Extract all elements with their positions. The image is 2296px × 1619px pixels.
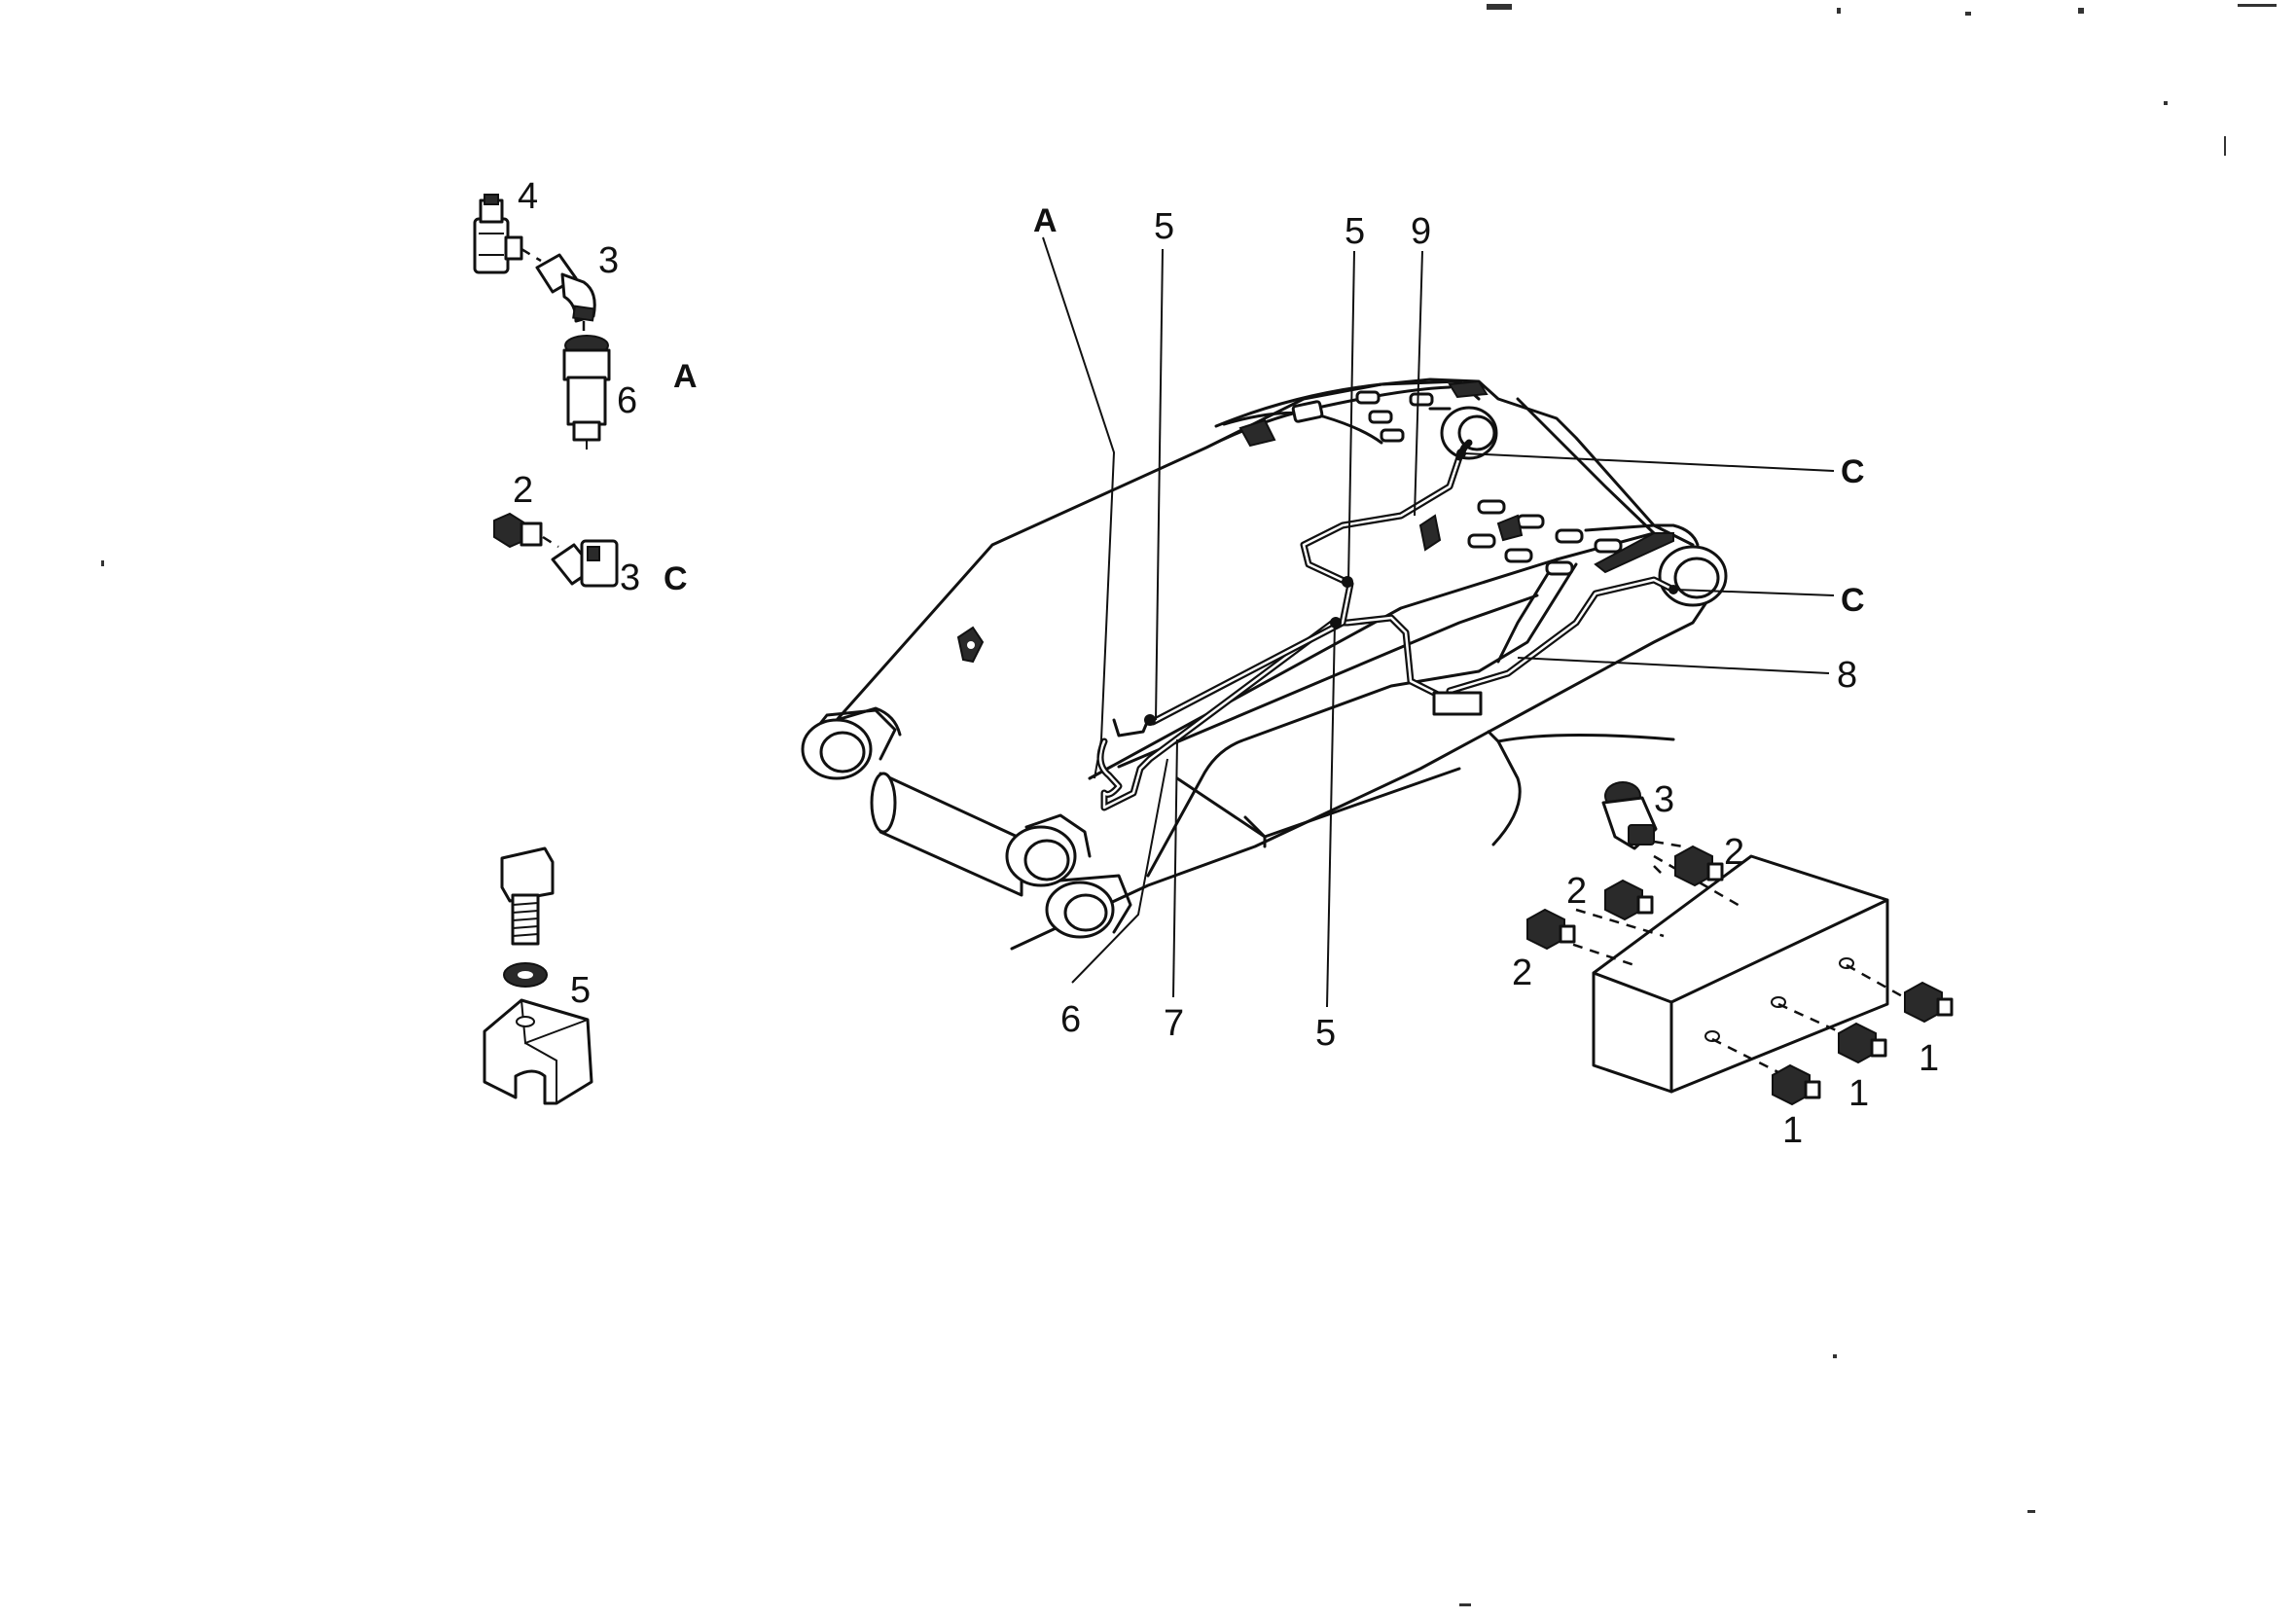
- scan-specks: [101, 4, 2277, 1606]
- label-main-9: 9: [1411, 211, 1431, 252]
- top-bracket-left: [1238, 418, 1442, 552]
- label-detail-5: 5: [570, 970, 591, 1011]
- elbow-fitting-part-3: [535, 253, 596, 323]
- label-main-7: 7: [1164, 1003, 1184, 1044]
- label-detail-a-6: 6: [617, 380, 637, 421]
- block-plug-part-1-b: [1838, 1022, 1887, 1064]
- label-block-2-c: 2: [1512, 953, 1532, 993]
- front-pivot-assembly: [801, 708, 1132, 939]
- label-detail-c-3: 3: [620, 558, 640, 598]
- label-main-c-lower: C: [1841, 582, 1865, 619]
- label-main-5-mid: 5: [1345, 211, 1365, 252]
- manifold-block: [1592, 854, 1889, 1094]
- block-adapter-part-2-a: [1674, 845, 1724, 887]
- washer: [503, 962, 548, 988]
- label-block-3: 3: [1654, 779, 1674, 820]
- detail-5-clamp: 5: [483, 846, 593, 1105]
- label-block-1-a: 1: [1782, 1110, 1803, 1151]
- block-adapter-part-2-b: [1604, 879, 1654, 921]
- label-detail-a-letter: A: [673, 358, 698, 395]
- clamp-point: [1668, 585, 1678, 594]
- label-block-1-b: 1: [1848, 1073, 1869, 1114]
- block-plug-part-1-a: [1772, 1063, 1821, 1106]
- side-bracket: [956, 626, 985, 664]
- detail-c-fittings: 2 3 C: [493, 470, 688, 598]
- block-adapter-part-2-c: [1526, 908, 1576, 951]
- block-plug-part-1-c: [1904, 981, 1954, 1024]
- bolt: [500, 846, 555, 946]
- label-detail-a-3: 3: [598, 240, 619, 281]
- label-main-8: 8: [1837, 655, 1857, 696]
- clamp-point: [1456, 449, 1466, 458]
- label-main-a: A: [1033, 202, 1058, 239]
- leader-lines: [1042, 236, 1835, 1008]
- label-main-c-upper: C: [1841, 453, 1865, 490]
- lower-pivot-boss: [1658, 545, 1728, 607]
- clamp-point: [1144, 714, 1156, 726]
- adapter-part-2: [493, 512, 543, 549]
- clamp-block: [483, 998, 593, 1105]
- label-detail-c-2: 2: [513, 470, 533, 511]
- block-elbow-part-3: [1601, 781, 1658, 850]
- label-block-1-c: 1: [1919, 1038, 1939, 1079]
- detail-a-fittings: 4 3 6 A: [473, 176, 698, 450]
- label-detail-a-4: 4: [518, 176, 538, 217]
- elbow-fitting-c-part-3: [551, 539, 619, 588]
- hose-connector-block: [1432, 691, 1483, 716]
- label-main-5-left: 5: [1154, 206, 1174, 247]
- top-plate-cutouts: [1291, 390, 1623, 576]
- view-arrow: [1487, 730, 1675, 846]
- label-main-5-bottom: 5: [1315, 1013, 1336, 1054]
- hose-routing: [1096, 439, 1678, 811]
- label-block-2-b: 2: [1566, 871, 1587, 912]
- label-block-2-a: 2: [1724, 832, 1744, 873]
- clamp-point: [1342, 576, 1353, 588]
- hose-end-part-6: [562, 335, 611, 450]
- clamp-point: [1330, 617, 1342, 629]
- tee-fitting-part-4: [473, 194, 523, 274]
- label-main-6: 6: [1060, 999, 1081, 1040]
- label-detail-c-letter: C: [664, 560, 688, 597]
- manifold-fittings: [1526, 781, 1954, 1106]
